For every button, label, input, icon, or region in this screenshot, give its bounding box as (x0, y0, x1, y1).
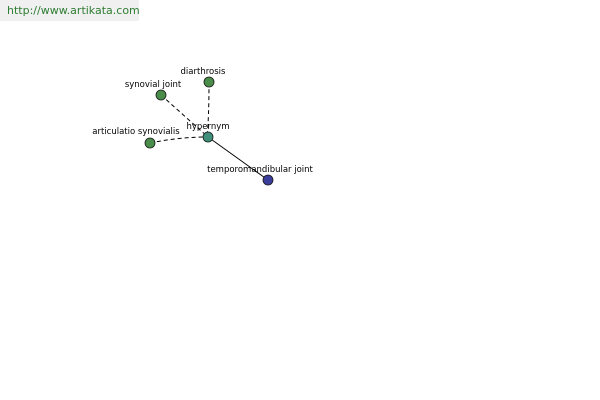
node-hypernym[interactable] (202, 131, 214, 143)
url-link[interactable]: http://www.artikata.com (7, 4, 140, 17)
node-label-temporomandibular-joint[interactable]: temporomandibular joint (207, 165, 313, 175)
node-label-hypernym[interactable]: hypernym (186, 122, 229, 132)
edge-hypernym-to-temporomandibular-joint (207, 136, 269, 181)
node-label-articulatio-synovialis[interactable]: articulatio synovialis (92, 127, 180, 137)
node-label-diarthrosis[interactable]: diarthrosis (181, 67, 226, 77)
edge-synovial-joint-to-hypernym (160, 94, 209, 138)
node-articulatio-synovialis[interactable] (144, 137, 156, 149)
node-label-synovial-joint[interactable]: synovial joint (125, 80, 182, 90)
url-banner: http://www.artikata.com (0, 0, 140, 21)
node-temporomandibular-joint[interactable] (262, 174, 274, 186)
edge-articulatio-synovialis-to-hypernym (149, 136, 209, 144)
node-synovial-joint[interactable] (155, 89, 167, 101)
node-diarthrosis[interactable] (203, 76, 215, 88)
